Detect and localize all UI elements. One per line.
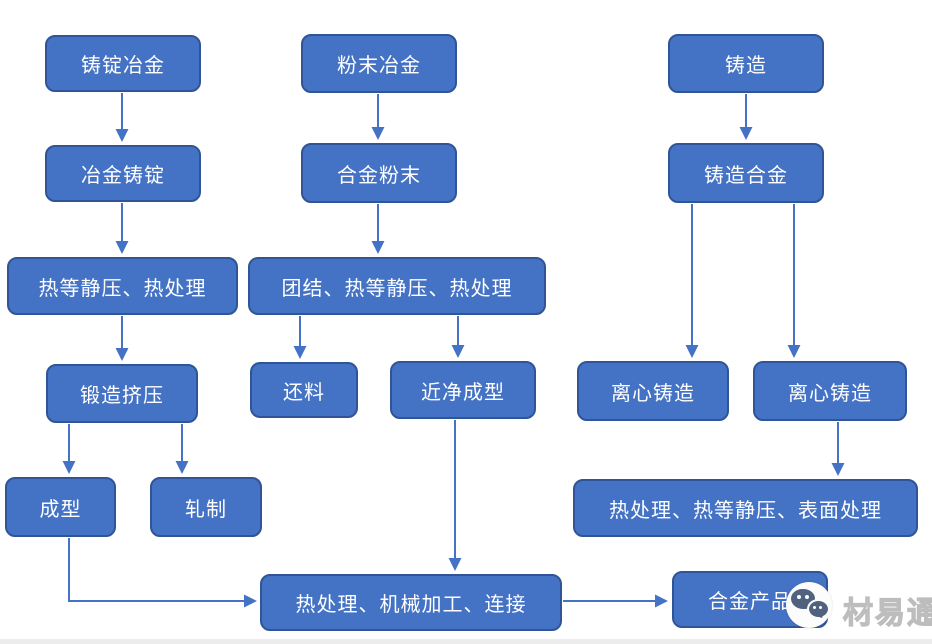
node-rolling: 轧制: [150, 477, 262, 537]
node-consolidation-hip-heat-treatment: 团结、热等静压、热处理: [248, 257, 546, 315]
node-metallurgical-ingot: 冶金铸锭: [45, 145, 201, 202]
node-forging-extrusion: 锻造挤压: [46, 364, 198, 423]
node-powder-metallurgy: 粉末冶金: [301, 34, 457, 93]
node-heat-treatment-machining-joining: 热处理、机械加工、连接: [260, 574, 562, 631]
node-near-net-shaping: 近净成型: [390, 361, 536, 419]
arrow-forming-to-machining: [68, 538, 257, 608]
node-cast-alloy: 铸造合金: [668, 143, 824, 203]
wechat-bubble-small: [807, 599, 830, 619]
node-hip-heat-treatment: 热等静压、热处理: [7, 257, 238, 315]
node-heat-treatment-hip-surface-treatment: 热处理、热等静压、表面处理: [573, 479, 918, 537]
wechat-icon: [786, 582, 832, 628]
node-ingot-metallurgy: 铸锭冶金: [45, 35, 201, 92]
image-bottom-border: [0, 639, 932, 644]
node-casting: 铸造: [668, 34, 824, 93]
watermark-text: 材易通: [842, 596, 932, 630]
node-alloy-powder: 合金粉末: [301, 143, 457, 203]
node-centrifugal-casting-left: 离心铸造: [577, 361, 729, 421]
node-forming: 成型: [5, 477, 116, 537]
node-billet: 还料: [250, 362, 358, 418]
node-centrifugal-casting-right: 离心铸造: [753, 361, 907, 421]
